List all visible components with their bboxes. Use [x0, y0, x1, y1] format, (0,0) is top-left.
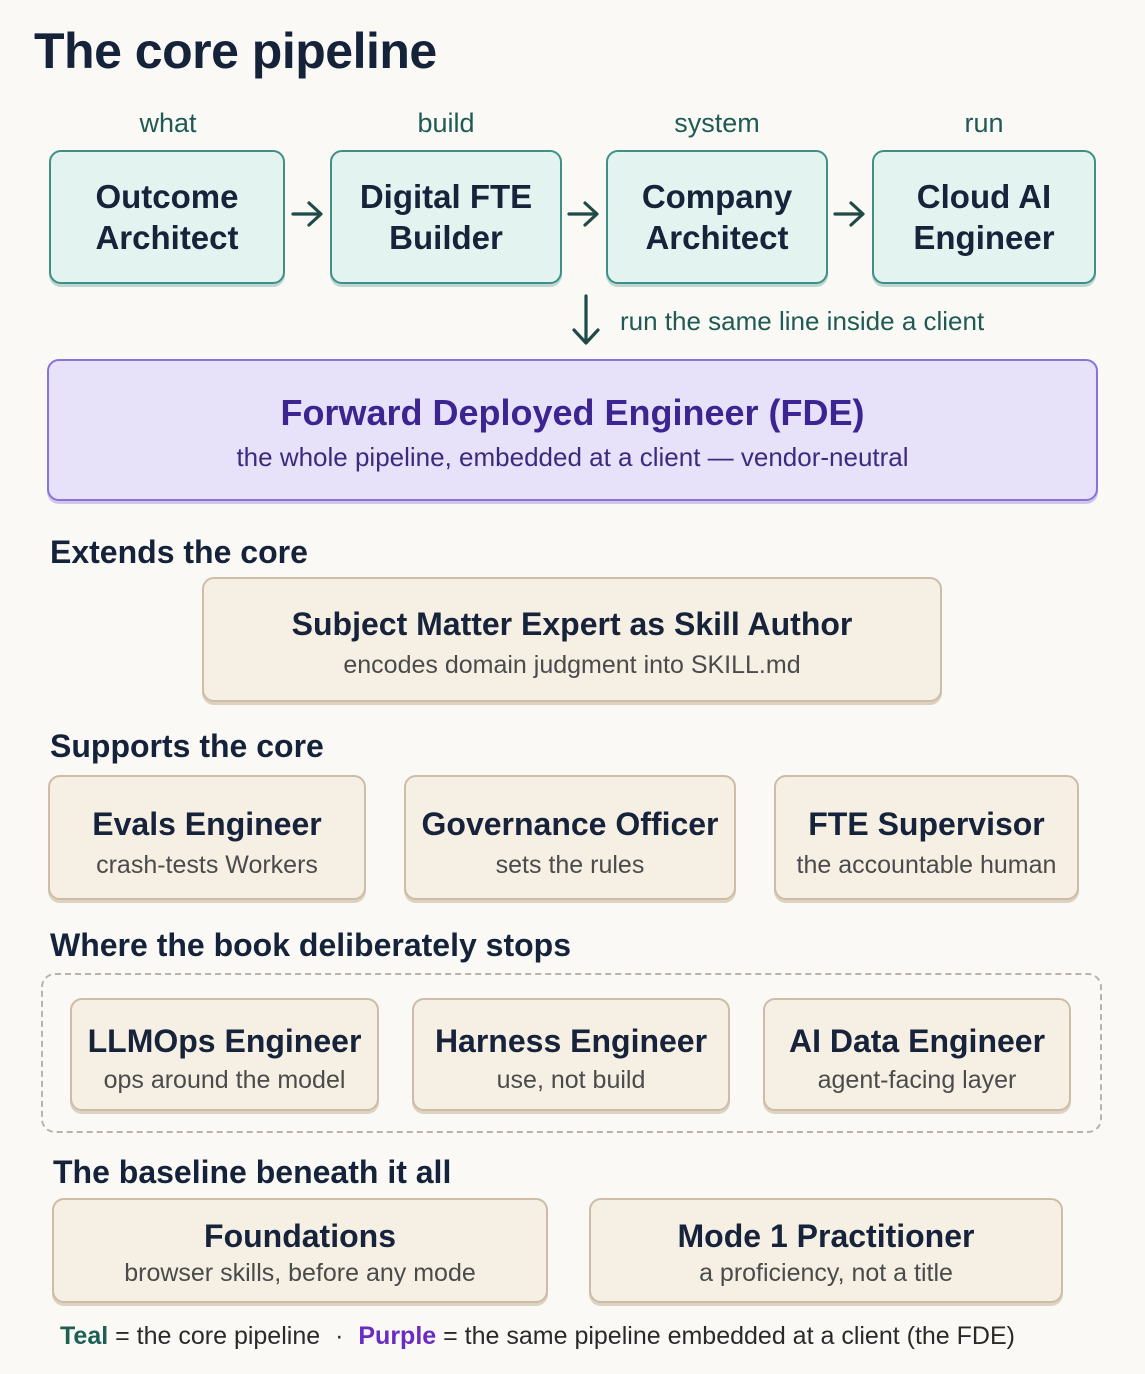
legend: Teal = the core pipeline · Purple = the …: [60, 1318, 1015, 1354]
pipeline-box-label: Digital FTE Builder: [359, 178, 533, 256]
legend-teal-word: Teal: [60, 1322, 109, 1350]
role-subtitle: the accountable human: [796, 851, 1057, 879]
role-title: LLMOps Engineer: [87, 1023, 362, 1059]
role-box-harness-engineer: Harness Engineer use, not build: [412, 998, 730, 1111]
legend-purple-word: Purple: [358, 1322, 437, 1350]
section-heading-extends: Extends the core: [50, 534, 308, 570]
legend-purple-desc: = the same pipeline embedded at a client…: [443, 1322, 1015, 1350]
stage-label-build: build: [417, 108, 475, 138]
stage-label-system: system: [674, 108, 760, 138]
role-box-evals-engineer: Evals Engineer crash-tests Workers: [48, 775, 366, 900]
page-title: The core pipeline: [34, 23, 437, 79]
role-title: Foundations: [204, 1218, 396, 1254]
pipeline-box-cloud-ai-engineer: Cloud AI Engineer: [872, 150, 1096, 284]
arrow-right-icon: [567, 201, 599, 227]
fde-title: Forward Deployed Engineer (FDE): [280, 392, 865, 433]
pipeline-box-label: Outcome Architect: [95, 178, 239, 256]
pipeline-box-digital-fte-builder: Digital FTE Builder: [330, 150, 562, 284]
out-of-scope-group: [41, 973, 1102, 1133]
section-heading-supports: Supports the core: [50, 728, 324, 764]
role-box-governance-officer: Governance Officer sets the rules: [404, 775, 736, 900]
role-title: AI Data Engineer: [788, 1023, 1046, 1059]
role-subtitle: crash-tests Workers: [96, 851, 318, 879]
legend-separator: ·: [335, 1322, 344, 1350]
role-title: Mode 1 Practitioner: [677, 1218, 975, 1254]
role-title: Governance Officer: [421, 806, 719, 842]
role-title: Harness Engineer: [434, 1023, 708, 1059]
stage-label-run: run: [964, 108, 1004, 138]
role-title: Subject Matter Expert as Skill Author: [291, 606, 853, 642]
role-box-ai-data-engineer: AI Data Engineer agent-facing layer: [763, 998, 1071, 1111]
role-subtitle: a proficiency, not a title: [699, 1259, 953, 1287]
arrow-right-icon: [291, 201, 323, 227]
down-arrow-note: run the same line inside a client: [620, 306, 985, 336]
pipeline-box-company-architect: Company Architect: [606, 150, 828, 284]
role-subtitle: sets the rules: [495, 851, 645, 879]
arrow-down-icon: [572, 294, 600, 345]
section-heading-baseline: The baseline beneath it all: [53, 1154, 452, 1190]
pipeline-box-label: Company Architect: [641, 178, 793, 256]
role-subtitle: ops around the model: [103, 1066, 346, 1094]
fde-subtitle: the whole pipeline, embedded at a client…: [236, 442, 909, 472]
legend-teal-desc: = the core pipeline: [115, 1322, 321, 1350]
role-subtitle: browser skills, before any mode: [124, 1259, 476, 1287]
stage-label-what: what: [139, 108, 197, 138]
pipeline-box-outcome-architect: Outcome Architect: [49, 150, 285, 284]
role-box-mode1-practitioner: Mode 1 Practitioner a proficiency, not a…: [589, 1198, 1063, 1303]
role-subtitle: encodes domain judgment into SKILL.md: [343, 651, 801, 679]
role-box-sme-skill-author: Subject Matter Expert as Skill Author en…: [202, 577, 942, 702]
pipeline-box-label: Cloud AI Engineer: [913, 178, 1055, 256]
role-box-foundations: Foundations browser skills, before any m…: [52, 1198, 548, 1303]
role-box-fte-supervisor: FTE Supervisor the accountable human: [774, 775, 1079, 900]
fde-box: Forward Deployed Engineer (FDE) the whol…: [47, 359, 1098, 501]
role-subtitle: agent-facing layer: [817, 1066, 1017, 1094]
role-subtitle: use, not build: [496, 1066, 646, 1094]
role-title: FTE Supervisor: [808, 806, 1045, 842]
section-heading-stops: Where the book deliberately stops: [50, 927, 571, 963]
role-box-llmops-engineer: LLMOps Engineer ops around the model: [70, 998, 379, 1111]
role-title: Evals Engineer: [92, 806, 322, 842]
arrow-right-icon: [833, 201, 865, 227]
